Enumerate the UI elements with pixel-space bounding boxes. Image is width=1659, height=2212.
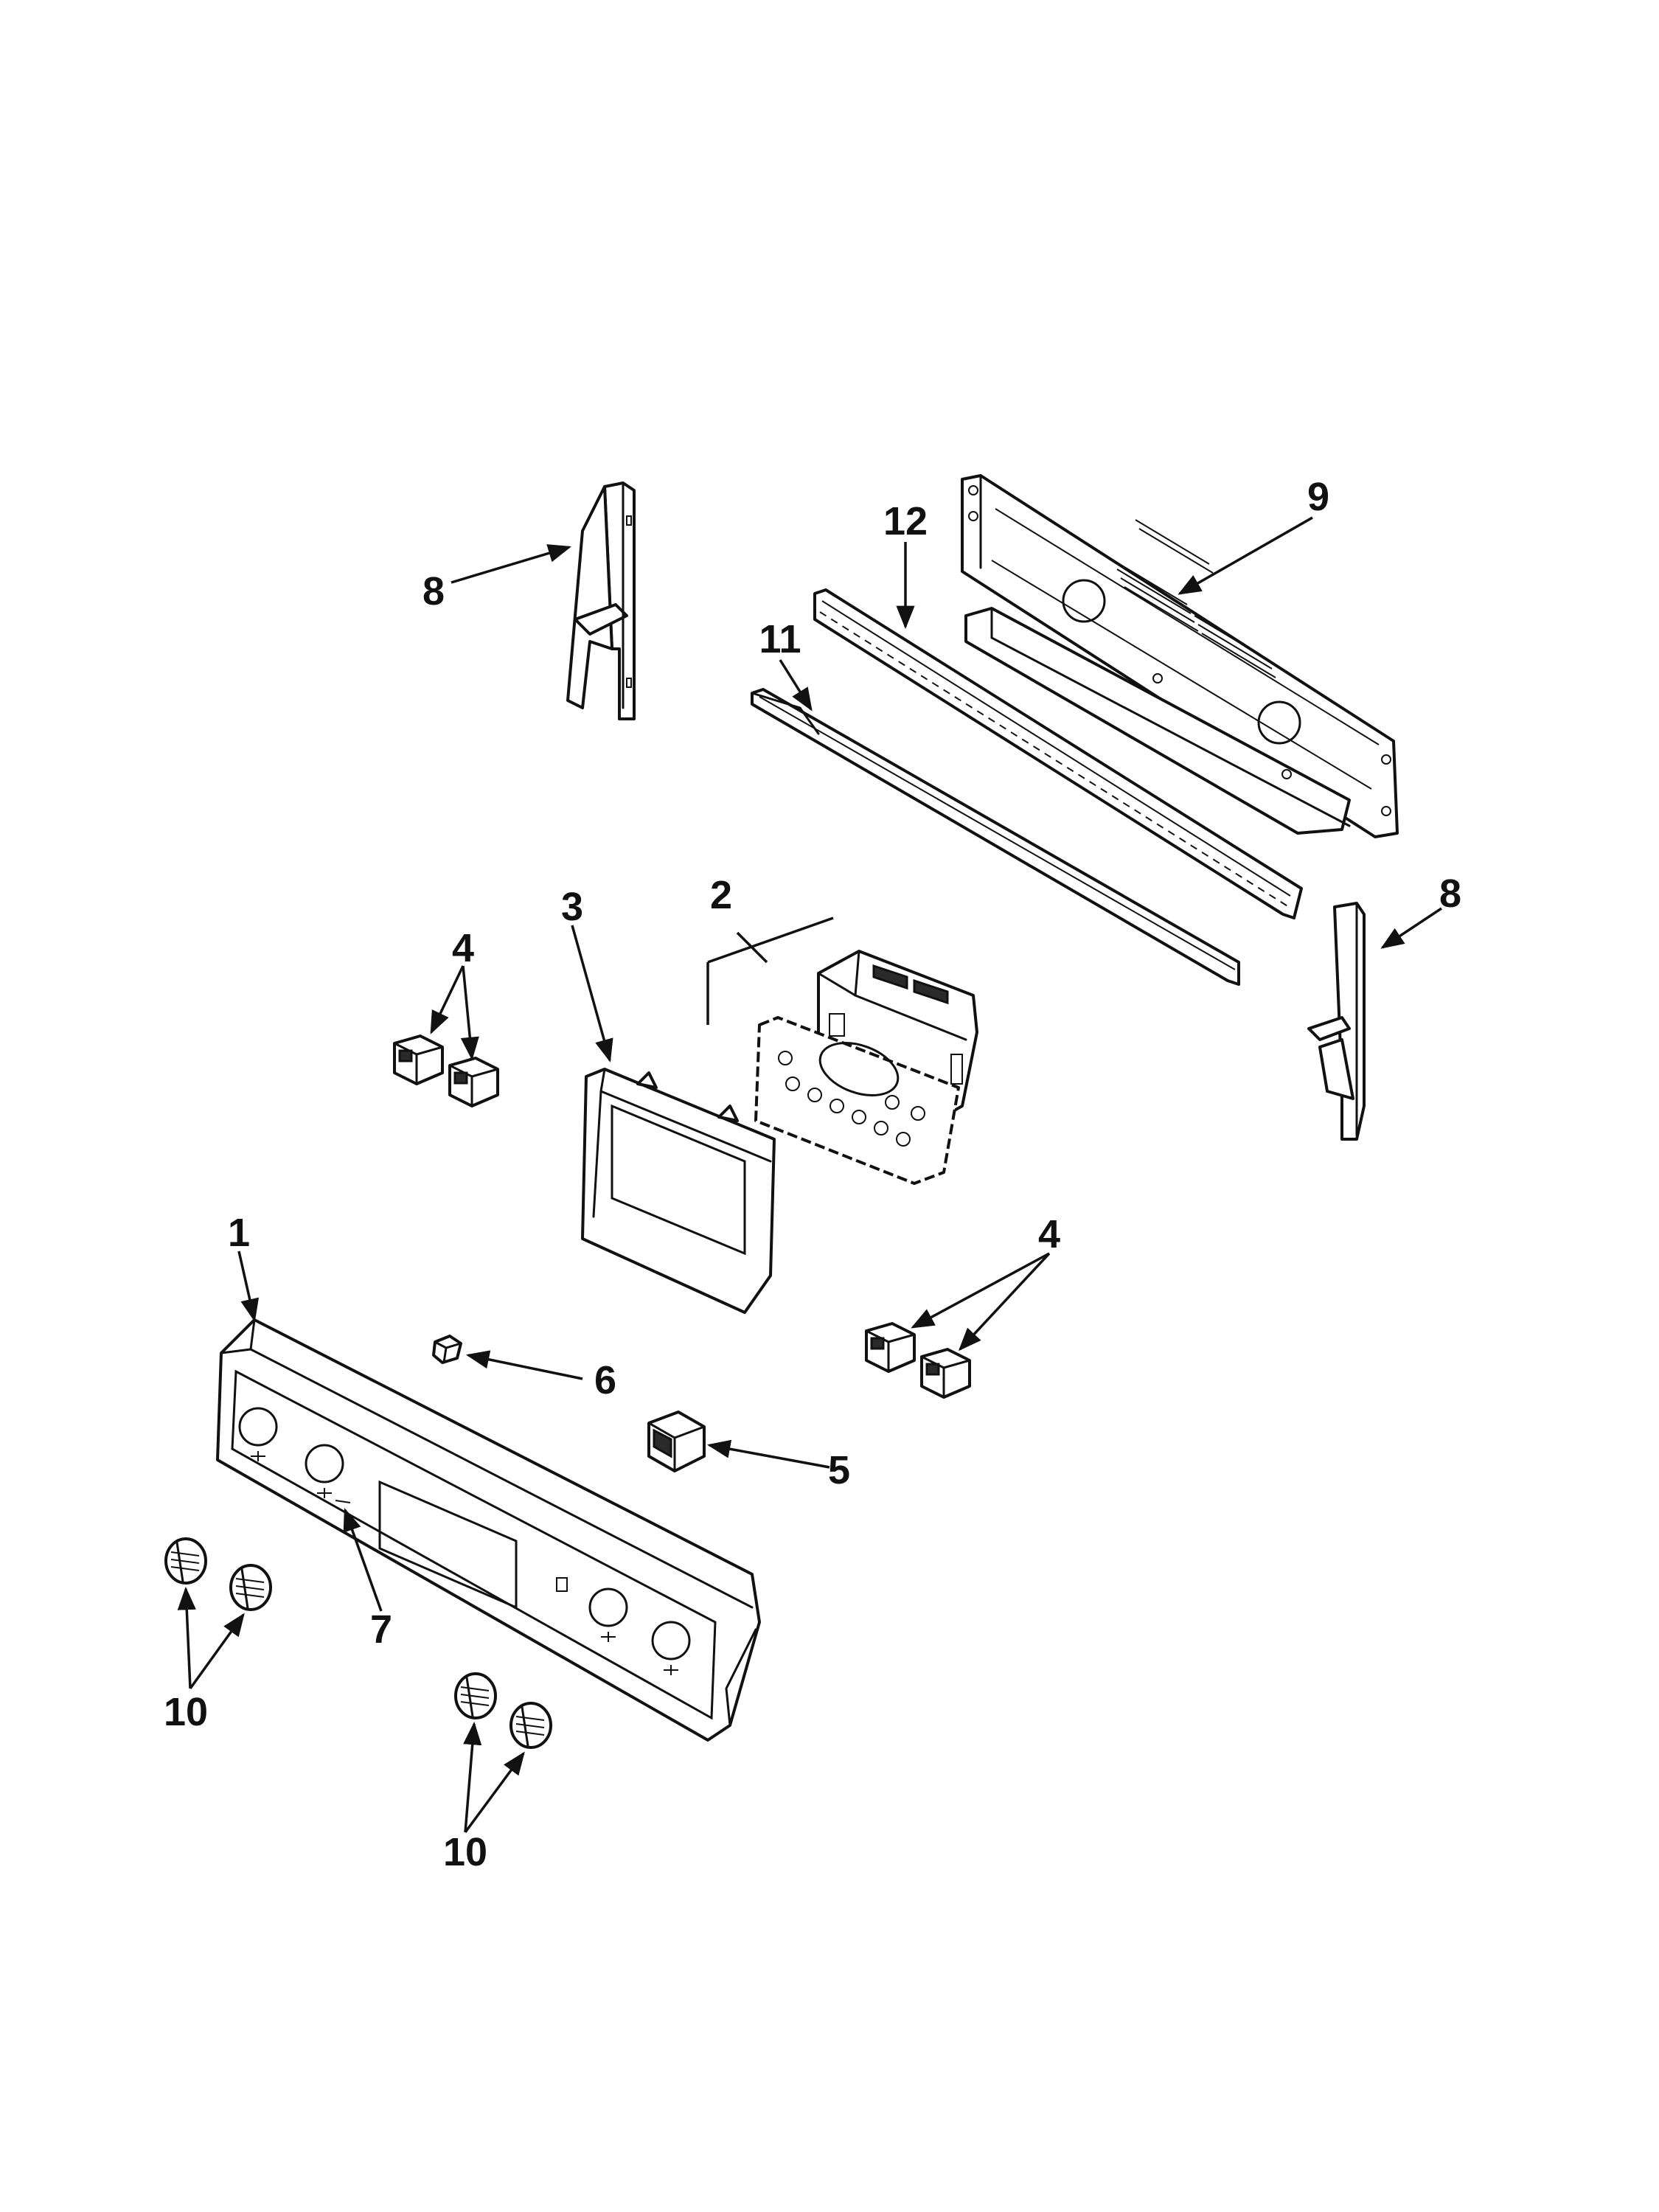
part-11-trim-strip: [751, 688, 1240, 986]
part-10-knob: [164, 1537, 207, 1585]
callout-3: 3: [561, 885, 583, 929]
part-2-keypad-overlay: [754, 1016, 960, 1185]
part-12-trim-strip: [813, 588, 1303, 919]
part-4-switch: [920, 1348, 971, 1399]
callout-11: 11: [759, 617, 801, 661]
part-8-left-bracket: [566, 481, 636, 720]
callout-1: 1: [228, 1211, 250, 1255]
part-4-switch: [393, 1034, 444, 1085]
callout-10-right: 10: [443, 1830, 487, 1874]
callout-12: 12: [883, 499, 928, 543]
part-10-knob: [229, 1564, 272, 1611]
callout-5: 5: [828, 1448, 850, 1492]
leader-lines: [177, 516, 1442, 1834]
part-9-rear-panel: [961, 474, 1399, 838]
part-4-switch: [865, 1322, 916, 1373]
callout-10-left: 10: [164, 1690, 208, 1734]
part-10-knob: [454, 1672, 497, 1719]
part-10-knob: [509, 1702, 552, 1749]
callout-4-right: 4: [1038, 1212, 1060, 1256]
part-6-indicator: [432, 1335, 462, 1364]
callout-9: 9: [1307, 475, 1329, 519]
callout-2: 2: [710, 873, 732, 917]
callout-labels: 1 2 3 4 4 5 6 7 8 8 9 10 10 11 12: [164, 475, 1461, 1874]
part-5-rocker-switch: [647, 1411, 706, 1472]
callout-8-left: 8: [422, 569, 445, 613]
callout-4-left: 4: [452, 926, 474, 970]
part-8-right-bracket: [1307, 902, 1366, 1141]
callout-8-right: 8: [1439, 872, 1461, 916]
part-1-control-panel: [216, 1318, 761, 1742]
callout-6: 6: [594, 1358, 616, 1402]
callout-7: 7: [370, 1607, 392, 1652]
part-4-switch: [448, 1057, 499, 1107]
part-3-display-window: [581, 1068, 776, 1314]
